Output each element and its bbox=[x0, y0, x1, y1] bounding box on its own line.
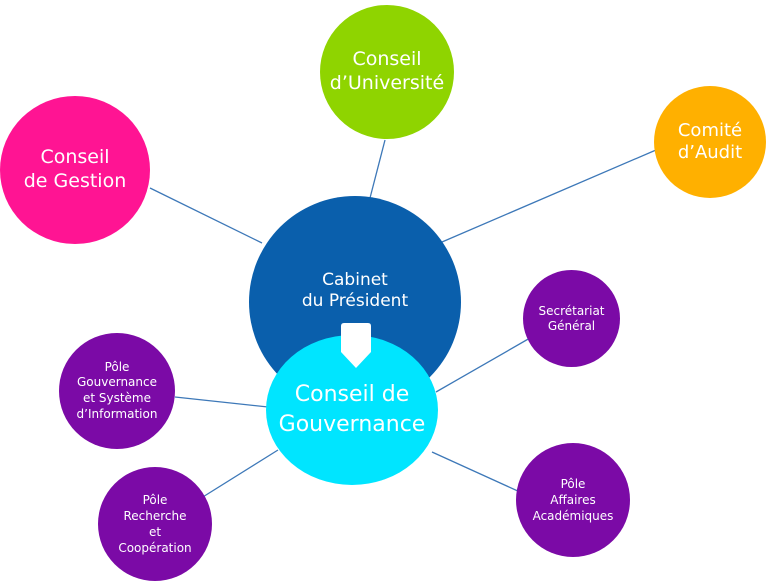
node-conseil-gestion: Conseil de Gestion bbox=[0, 96, 150, 244]
connector-pole-aa bbox=[431, 451, 521, 493]
node-pole-gouvernance-si: Pôle Gouvernance et Système d’Informatio… bbox=[59, 333, 175, 449]
node-pole-recherche-cooperation: Pôle Recherche et Coopération bbox=[98, 467, 212, 581]
label-conseil-universite: Conseil d’Université bbox=[329, 48, 445, 94]
label-pole-gouvernance-si: Pôle Gouvernance et Système d’Informatio… bbox=[76, 359, 158, 421]
connector-universite bbox=[369, 139, 386, 199]
node-secretariat-general: Secrétariat Général bbox=[523, 270, 620, 367]
label-pole-recherche-cooperation: Pôle Recherche et Coopération bbox=[118, 492, 192, 556]
label-pole-affaires-academiques: Pôle Affaires Académiques bbox=[532, 476, 614, 524]
connector-gestion bbox=[149, 187, 263, 244]
connector-audit bbox=[441, 149, 657, 243]
label-secretariat-general: Secrétariat Général bbox=[538, 303, 605, 333]
label-conseil-gouvernance: Conseil de Gouvernance bbox=[278, 382, 426, 437]
node-pole-affaires-academiques: Pôle Affaires Académiques bbox=[516, 443, 630, 557]
label-comite-audit: Comité d’Audit bbox=[677, 119, 743, 164]
connector-pole-gsi bbox=[174, 396, 269, 408]
node-conseil-universite: Conseil d’Université bbox=[320, 5, 454, 139]
node-comite-audit: Comité d’Audit bbox=[654, 86, 766, 198]
label-conseil-gestion: Conseil de Gestion bbox=[23, 146, 127, 192]
connector-secretariat bbox=[435, 337, 531, 393]
connector-pole-rc bbox=[197, 449, 279, 501]
label-cabinet-president: Cabinet du Président bbox=[301, 269, 409, 311]
down-arrow-icon bbox=[341, 323, 371, 368]
